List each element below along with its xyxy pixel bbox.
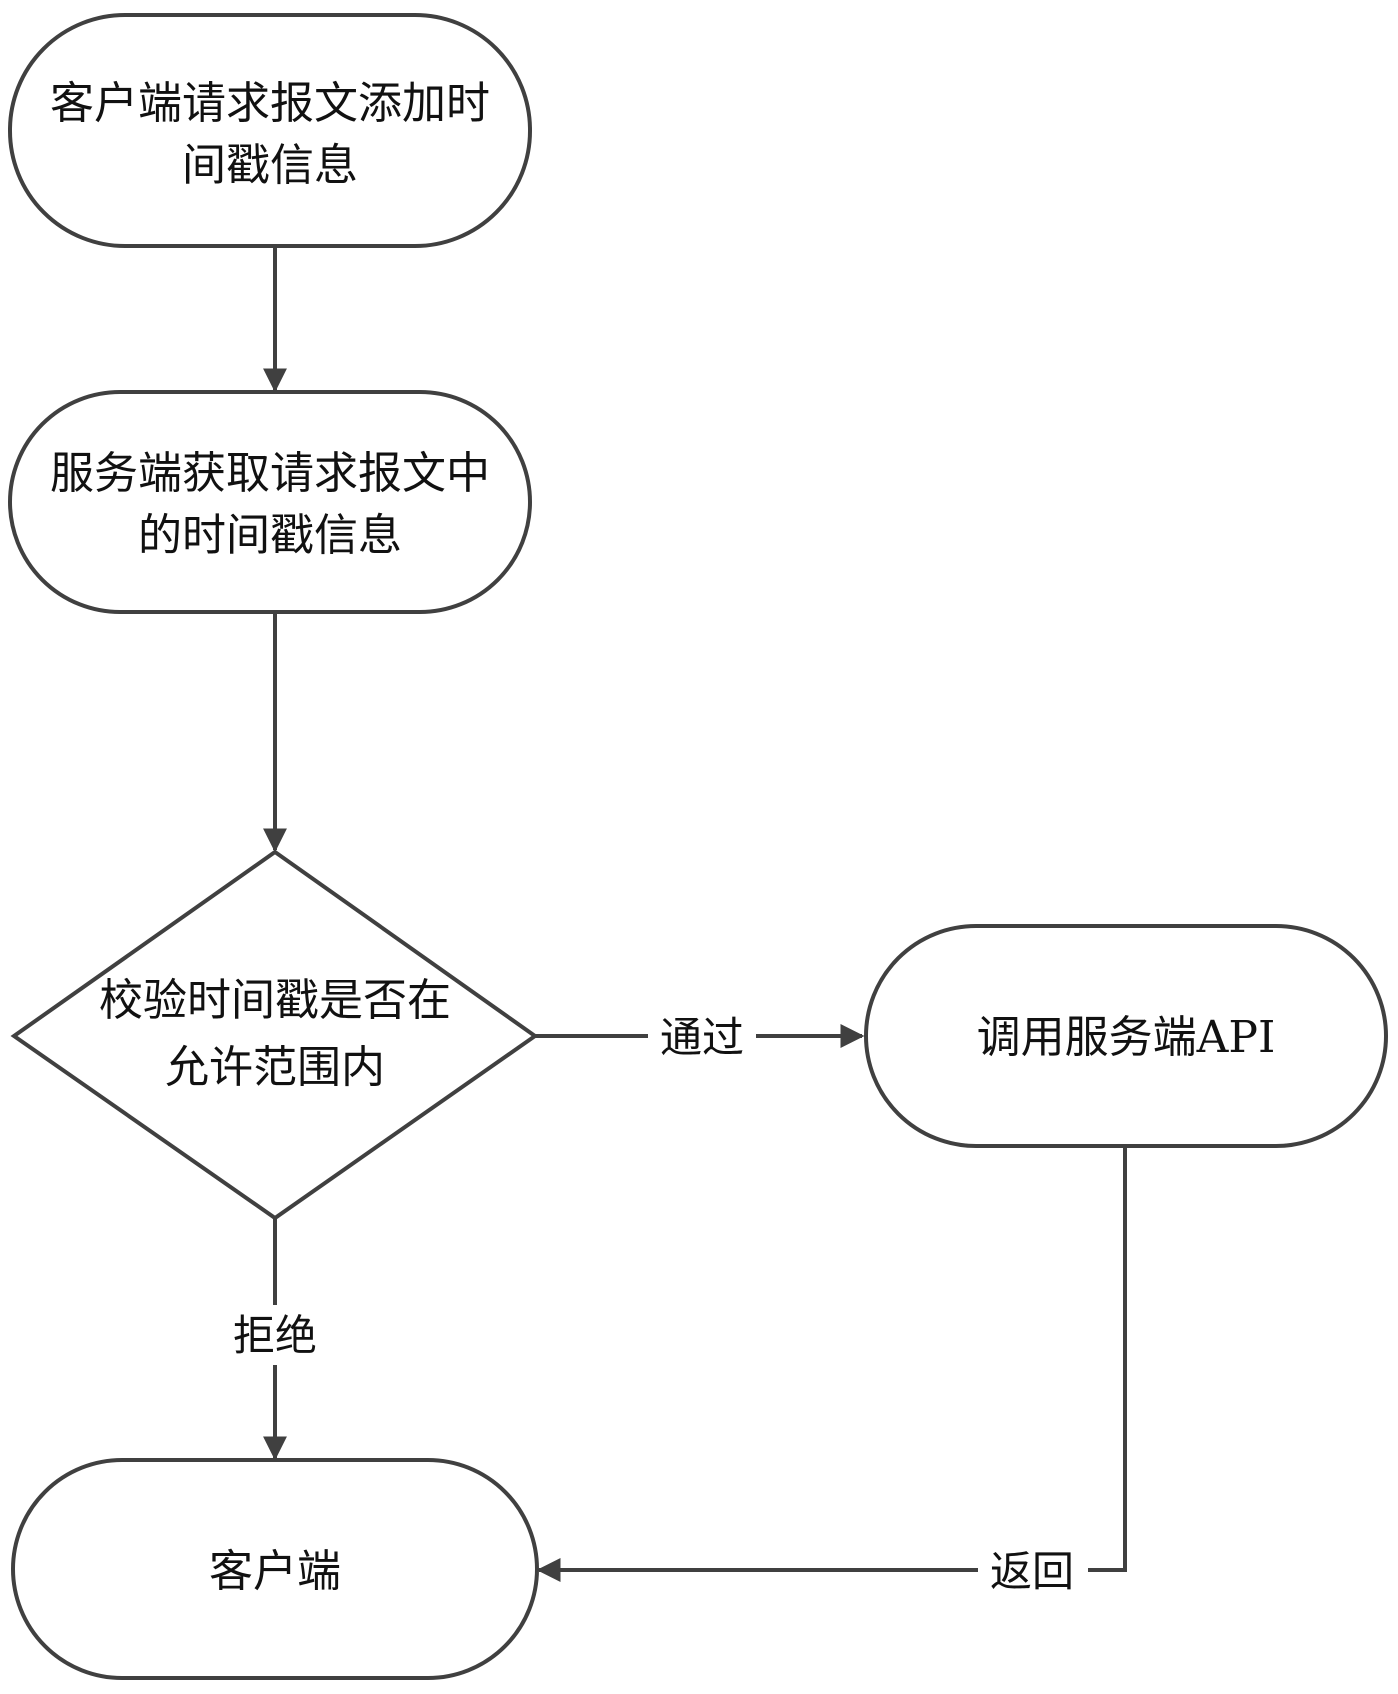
node-verify: 校验时间戳是否在 允许范围内: [10, 849, 539, 1221]
terminator-shape: [8, 13, 532, 248]
terminator-shape: [11, 1458, 539, 1680]
node-call-api-line-1: 调用服务端API: [977, 1012, 1276, 1063]
edge-reject-label: 拒绝: [233, 1311, 317, 1360]
node-client-request-line-1: 客户端请求报文添加时: [50, 78, 490, 129]
terminator-shape: [8, 390, 532, 614]
node-server-get-line-1: 服务端获取请求报文中: [50, 448, 490, 499]
edge-return-label: 返回: [990, 1547, 1074, 1596]
node-verify-line-1: 校验时间戳是否在: [99, 975, 451, 1026]
node-server-get: 服务端获取请求报文中 的时间戳信息: [8, 390, 532, 614]
decision-shape: [10, 849, 539, 1221]
node-client-request: 客户端请求报文添加时 间戳信息: [8, 13, 532, 248]
node-call-api: 调用服务端API: [864, 924, 1388, 1148]
node-client-request-line-2: 间戳信息: [182, 140, 358, 191]
node-client: 客户端: [11, 1458, 539, 1680]
edge-reject-label-bg: [220, 1305, 330, 1365]
edge-pass-label-bg: [648, 1008, 756, 1062]
edge-pass-label: 通过: [660, 1013, 744, 1062]
edge-return: [536, 1146, 1127, 1582]
node-verify-line-2: 允许范围内: [165, 1042, 385, 1093]
terminator-shape: [864, 924, 1388, 1148]
edge-return-label-bg: [978, 1542, 1088, 1598]
node-server-get-line-2: 的时间戳信息: [138, 510, 402, 561]
node-client-line-1: 客户端: [209, 1546, 341, 1597]
